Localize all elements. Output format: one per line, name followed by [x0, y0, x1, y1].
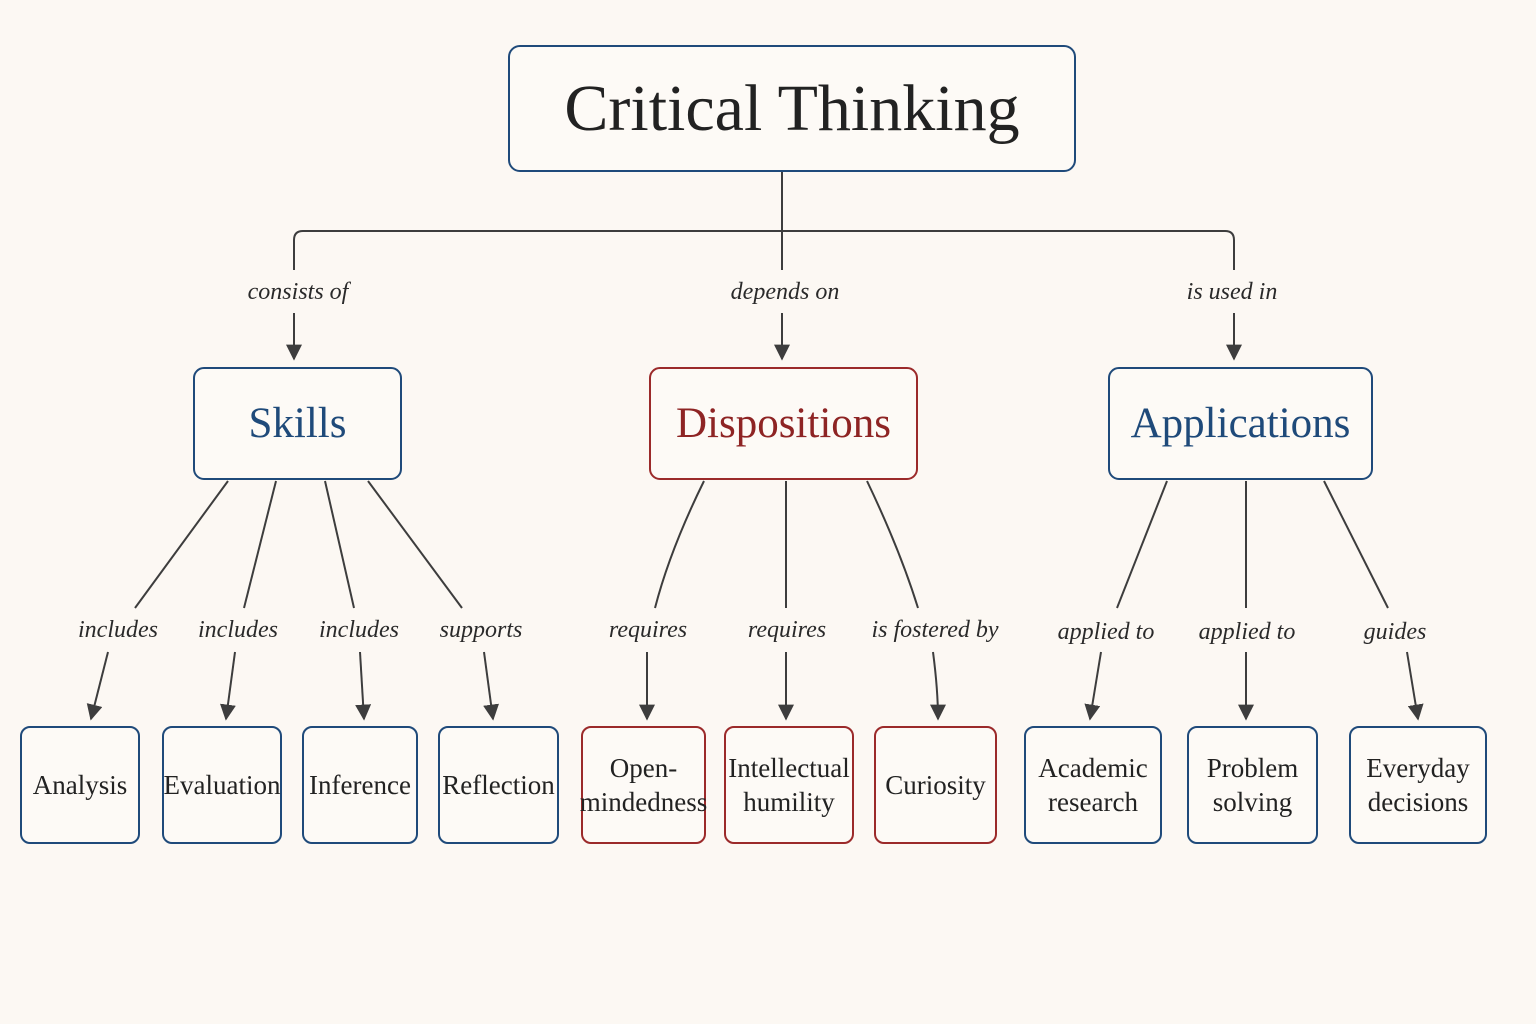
open-mindedness-connector: [654, 480, 705, 609]
everyday-decisions-node[interactable]: Everyday decisions: [1349, 726, 1487, 844]
academic-research-connector: [1116, 480, 1168, 609]
evaluation-label: Evaluation: [163, 770, 281, 800]
analysis-node[interactable]: Analysis: [20, 726, 140, 844]
intellectual-humility-node[interactable]: Intellectual humility: [724, 726, 854, 844]
reflection-connector: [367, 480, 463, 609]
relation-label-intellectual-humility: requires: [747, 617, 827, 643]
evaluation-node[interactable]: Evaluation: [162, 726, 282, 844]
reflection-label: Reflection: [442, 770, 555, 800]
applications-title: Applications: [1130, 399, 1351, 447]
open-mindedness-label: Open- mindedness: [579, 753, 708, 817]
relation-label-problem-solving: applied to: [1198, 619, 1296, 645]
relation-label-applications: is used in: [1186, 279, 1278, 305]
relation-label-everyday-decisions: guides: [1363, 619, 1427, 645]
curiosity-label: Curiosity: [885, 770, 986, 800]
skills-node[interactable]: Skills: [193, 367, 402, 480]
relation-label-skills: consists of: [247, 279, 349, 305]
academic-research-arrow: [1084, 651, 1102, 721]
reflection-arrow: [483, 651, 500, 721]
evaluation-connector: [243, 480, 277, 609]
everyday-decisions-arrow: [1406, 651, 1424, 721]
inference-label: Inference: [309, 770, 411, 800]
relation-label-open-mindedness: requires: [608, 617, 688, 643]
applications-node[interactable]: Applications: [1108, 367, 1373, 480]
everyday-decisions-label: Everyday decisions: [1366, 753, 1470, 817]
relation-label-inference: includes: [319, 617, 399, 643]
relation-label-reflection: supports: [439, 617, 523, 643]
academic-research-node[interactable]: Academic research: [1024, 726, 1162, 844]
analysis-arrow: [86, 651, 109, 721]
curiosity-node[interactable]: Curiosity: [874, 726, 997, 844]
relation-label-curiosity: is fostered by: [871, 617, 999, 643]
relation-label-evaluation: includes: [198, 617, 278, 643]
skills-title: Skills: [248, 399, 347, 447]
relation-label-analysis: includes: [78, 617, 158, 643]
evaluation-arrow: [219, 651, 236, 721]
relation-label-dispositions: depends on: [730, 279, 840, 305]
everyday-decisions-connector: [1323, 480, 1389, 609]
academic-research-label: Academic research: [1038, 753, 1148, 817]
intellectual-humility-label: Intellectual humility: [728, 753, 850, 817]
root-title: Critical Thinking: [564, 71, 1020, 145]
analysis-label: Analysis: [32, 770, 128, 800]
inference-arrow: [355, 651, 372, 721]
relation-label-academic-research: applied to: [1057, 619, 1155, 645]
dispositions-node[interactable]: Dispositions: [649, 367, 918, 480]
reflection-node[interactable]: Reflection: [438, 726, 559, 844]
problem-solving-label: Problem solving: [1206, 753, 1299, 817]
inference-connector: [324, 480, 355, 609]
branch-bus-line: [293, 230, 1235, 270]
curiosity-connector: [866, 480, 919, 609]
analysis-connector: [134, 480, 229, 609]
open-mindedness-node[interactable]: Open- mindedness: [579, 726, 708, 844]
root-node[interactable]: Critical Thinking: [508, 45, 1076, 172]
curiosity-arrow: [929, 651, 946, 721]
inference-node[interactable]: Inference: [302, 726, 418, 844]
dispositions-title: Dispositions: [675, 399, 892, 447]
problem-solving-node[interactable]: Problem solving: [1187, 726, 1318, 844]
